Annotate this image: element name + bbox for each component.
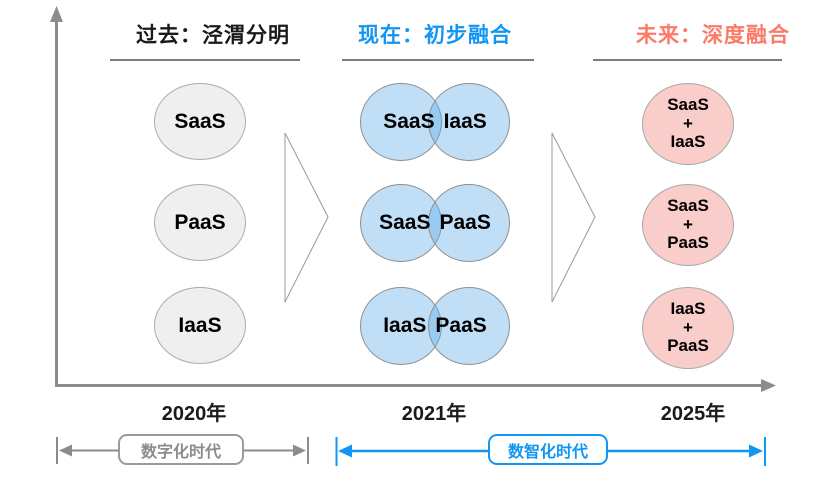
- fusion-line-plus: +: [683, 113, 693, 133]
- era-label-digintel: 数智化时代: [507, 443, 588, 461]
- circle-saas-label: SaaS: [174, 109, 226, 133]
- stage-underline-past: [110, 59, 300, 61]
- x-axis-arrowhead-icon: [761, 379, 776, 392]
- circle-paas: PaaS: [154, 184, 246, 261]
- year-label-2025: 2025年: [660, 403, 726, 425]
- fusion-circle-saas-paas: SaaS + PaaS: [642, 184, 734, 266]
- stage-title-future: 未来：深度融合: [636, 24, 790, 47]
- fusion-line-top: IaaS: [670, 298, 706, 318]
- venn-pair-saas-paas: SaaS PaaS: [360, 184, 510, 262]
- fusion-line-plus: +: [683, 317, 693, 337]
- circle-iaas: IaaS: [154, 287, 246, 364]
- fusion-line-top: SaaS: [667, 94, 709, 114]
- venn-circle-right: [428, 83, 510, 161]
- y-axis-arrowhead-icon: [50, 6, 63, 22]
- fusion-line-bottom: IaaS: [670, 132, 706, 152]
- fusion-line-top: SaaS: [667, 195, 709, 215]
- year-label-2021: 2021年: [401, 403, 467, 425]
- era-digintel-right-arrowhead-icon: [749, 444, 763, 458]
- era-box-digintel: 数智化时代: [488, 434, 608, 465]
- venn-circle-right: [428, 287, 510, 365]
- fusion-line-bottom: PaaS: [667, 336, 709, 356]
- fusion-line-bottom: PaaS: [667, 233, 709, 253]
- stage-title-present: 现在：初步融合: [358, 24, 512, 47]
- venn-right-label: IaaS: [443, 110, 487, 133]
- era-digital-left-arrowhead-icon: [59, 444, 72, 457]
- era-box-digital: 数字化时代: [118, 434, 244, 465]
- venn-pair-saas-iaas: SaaS IaaS: [360, 83, 510, 161]
- arrow-past-to-present-icon: [284, 132, 329, 303]
- venn-right-label: PaaS: [439, 211, 491, 234]
- venn-right-label: PaaS: [435, 314, 487, 337]
- year-label-2020: 2020年: [161, 403, 227, 425]
- stage-underline-present: [342, 59, 534, 61]
- stage-title-past: 过去：泾渭分明: [136, 24, 290, 47]
- era-label-digital: 数字化时代: [140, 443, 221, 461]
- venn-pair-iaas-paas: IaaS PaaS: [360, 287, 510, 365]
- circle-iaas-label: IaaS: [178, 313, 222, 337]
- venn-left-label: SaaS: [383, 110, 435, 133]
- fusion-circle-iaas-paas: IaaS + PaaS: [642, 287, 734, 369]
- stage-underline-future: [593, 59, 782, 61]
- venn-left-label: SaaS: [379, 211, 431, 234]
- circle-paas-label: PaaS: [174, 210, 226, 234]
- fusion-line-plus: +: [683, 214, 693, 234]
- venn-left-label: IaaS: [383, 314, 427, 337]
- venn-circle-right: [428, 184, 510, 262]
- arrow-present-to-future-icon: [551, 132, 596, 303]
- circle-saas: SaaS: [154, 83, 246, 160]
- fusion-circle-saas-iaas: SaaS + IaaS: [642, 83, 734, 165]
- era-digintel-left-arrowhead-icon: [338, 444, 352, 458]
- era-digital-right-arrowhead-icon: [293, 444, 306, 457]
